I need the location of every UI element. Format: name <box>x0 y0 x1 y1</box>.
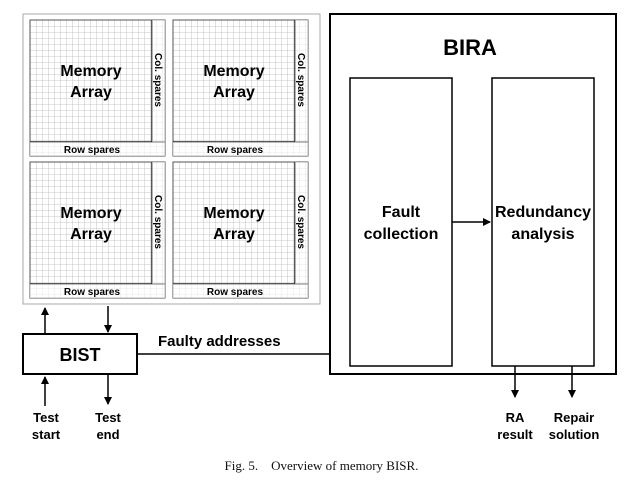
row-spares-label: Row spares <box>207 287 264 298</box>
memory-array-block: Memory Array Col. spares Row spares <box>29 19 166 157</box>
redundancy-analysis-label: analysis <box>511 226 574 243</box>
bist-label: BIST <box>59 345 100 365</box>
memory-array-label: Array <box>213 226 255 243</box>
memory-array-label: Array <box>70 84 112 101</box>
memory-array-label: Memory <box>203 63 264 80</box>
ra-result-label: RA <box>506 410 525 425</box>
memory-array-label: Memory <box>60 63 121 80</box>
bira-title: BIRA <box>443 35 497 60</box>
redundancy-analysis-box <box>491 77 595 367</box>
bist-box <box>22 333 138 375</box>
test-start-label: start <box>32 427 61 442</box>
fault-collection-label: collection <box>364 226 439 243</box>
col-spares-label: Col. spares <box>295 53 306 107</box>
redundancy-analysis-label: Redundancy <box>495 204 591 221</box>
repair-solution-label: solution <box>549 427 600 442</box>
ra-result-label: result <box>497 427 533 442</box>
row-spares-label: Row spares <box>64 287 121 298</box>
fault-collection-label: Fault <box>382 204 421 221</box>
test-start-label: Test <box>33 410 59 425</box>
col-spares-label: Col. spares <box>152 53 163 107</box>
memory-array-label: Memory <box>203 205 264 222</box>
test-end-label: end <box>96 427 119 442</box>
memory-array-block: Memory Array Col. spares Row spares <box>172 161 309 299</box>
repair-solution-label: Repair <box>554 410 594 425</box>
faulty-addresses-label: Faulty addresses <box>158 333 281 350</box>
memory-array-label: Array <box>70 226 112 243</box>
col-spares-label: Col. spares <box>152 195 163 249</box>
fault-collection-box <box>349 77 453 367</box>
memory-array-label: Memory <box>60 205 121 222</box>
col-spares-label: Col. spares <box>295 195 306 249</box>
memory-array-block: Memory Array Col. spares Row spares <box>29 161 166 299</box>
row-spares-label: Row spares <box>64 145 121 156</box>
figure-caption: Fig. 5. Overview of memory BISR. <box>224 458 419 473</box>
test-end-label: Test <box>95 410 121 425</box>
memory-array-block: Memory Array Col. spares Row spares <box>172 19 309 157</box>
memory-array-label: Array <box>213 84 255 101</box>
row-spares-label: Row spares <box>207 145 264 156</box>
